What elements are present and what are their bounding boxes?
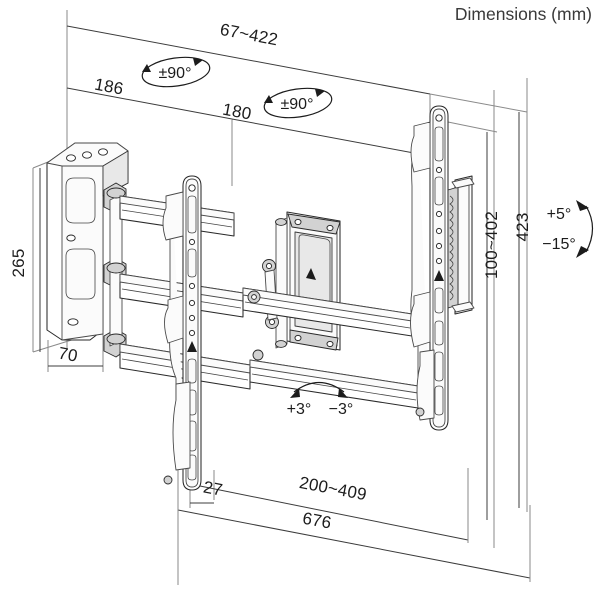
swivel-inner-indicator (141, 56, 211, 88)
dimension-lines (32, 10, 531, 585)
vesa-rail-left-brackets (162, 191, 191, 471)
dimension-labels: 67~422 186 180 265 70 100~402 423 27 200… (9, 20, 532, 533)
dim-arm-segment-one: 186 (93, 75, 125, 99)
centre-tilt-plate (262, 211, 341, 351)
roll-indicator (290, 381, 348, 398)
dim-mount-height: 423 (513, 213, 532, 242)
tilt-down-label: −15° (542, 236, 576, 253)
roll-positive-label: +3° (287, 401, 312, 418)
tilt-spring-assembly (447, 175, 475, 315)
dim-vesa-vertical: 100~402 (482, 211, 501, 279)
tilt-up-label: +5° (547, 206, 572, 223)
swivel-outer-indicator (263, 87, 333, 119)
joint-hardware (163, 290, 425, 485)
dim-wallplate-height: 265 (9, 249, 28, 278)
tilt-indicator (576, 200, 594, 258)
page-title: Dimensions (mm) (455, 4, 592, 24)
dim-extension-depth: 67~422 (219, 20, 280, 49)
dim-vesa-horizontal: 200~409 (298, 473, 368, 504)
mount-assembly (46, 105, 475, 491)
roll-negative-label: −3° (329, 401, 354, 418)
vesa-rail-right-brackets (410, 121, 435, 421)
angle-annotations: ±90° ±90° +5° −15° +3° (141, 56, 594, 418)
swivel-outer-label: ±90° (281, 96, 314, 113)
dim-wallplate-width: 70 (57, 343, 79, 365)
dim-mount-width: 676 (301, 509, 333, 533)
dim-bracket-offset: 27 (202, 477, 224, 499)
swivel-inner-label: ±90° (159, 65, 192, 82)
dim-arm-segment-two: 180 (221, 100, 253, 124)
